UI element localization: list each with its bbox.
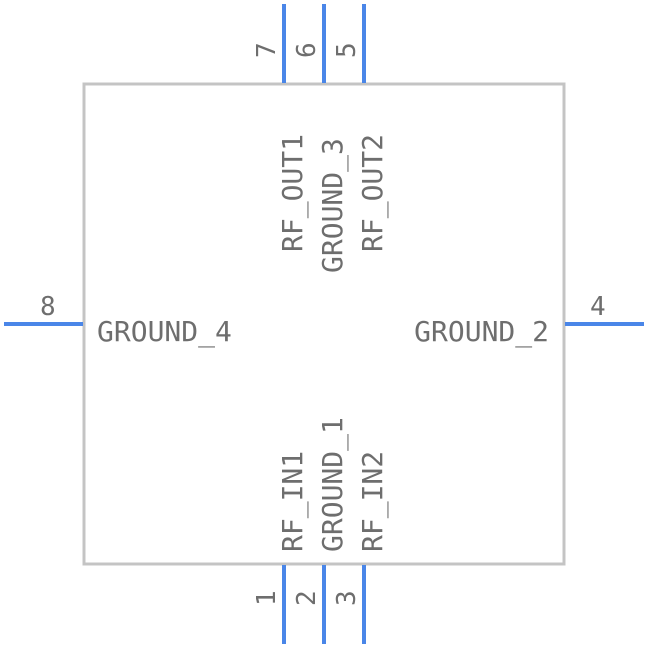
pin-8-number: 8	[40, 292, 56, 322]
pin-2-name: GROUND_1	[316, 417, 350, 552]
pin-7-number: 7	[252, 42, 282, 58]
pin-4-number: 4	[590, 292, 606, 322]
pin-7-name: RF_OUT1	[276, 134, 310, 252]
pin-2-number: 2	[292, 590, 322, 606]
pin-6-name: GROUND_3	[316, 138, 350, 273]
pin-5-number: 5	[332, 42, 362, 58]
pin-3-number: 3	[332, 590, 362, 606]
pin-8-name: GROUND_4	[97, 315, 232, 349]
pin-1-name: RF_IN1	[276, 451, 310, 552]
pin-5-name: RF_OUT2	[356, 134, 390, 252]
component-body	[82, 82, 566, 566]
pin-3-name: RF_IN2	[356, 451, 390, 552]
pin-6-number: 6	[292, 42, 322, 58]
pin-4-name: GROUND_2	[414, 315, 549, 349]
pin-1-number: 1	[252, 590, 282, 606]
